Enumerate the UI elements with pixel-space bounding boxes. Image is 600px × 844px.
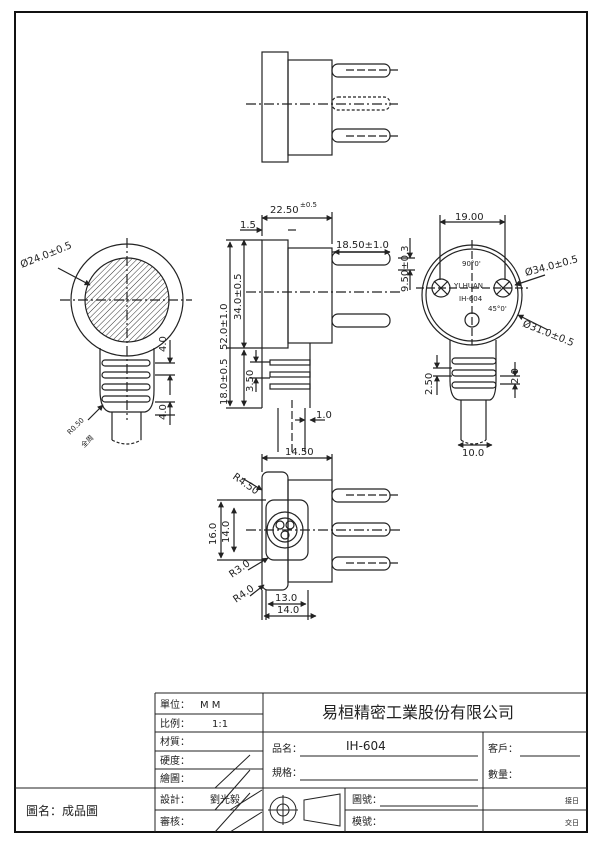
dim-r050-note: 全周 xyxy=(79,433,95,449)
unit-label: 單位： xyxy=(160,698,190,711)
right-front-face-view xyxy=(416,215,549,448)
top-side-view xyxy=(246,51,398,163)
dim-10: 10.0 xyxy=(462,448,484,459)
review-label: 審核： xyxy=(160,815,190,828)
spec-label: 規格： xyxy=(272,766,302,779)
dim-r30: R3.0 xyxy=(227,558,252,580)
product-value: IH-604 xyxy=(346,739,386,753)
dim-phi34: Ø34.0±0.5 xyxy=(524,253,580,279)
dim-13: 13.0 xyxy=(275,593,297,604)
dim-3-50: 3.50 xyxy=(245,370,256,392)
label-yihuan: YI HUAN xyxy=(453,282,483,290)
dim-r050: R0.50 xyxy=(66,416,86,436)
dim-22-50-tol: ±0.5 xyxy=(300,201,317,209)
drawn-label: 繪圖： xyxy=(160,772,190,785)
design-label: 設計： xyxy=(160,793,190,806)
customer-label: 客戶： xyxy=(488,742,518,755)
company-name: 易桓精密工業股份有限公司 xyxy=(322,703,514,722)
product-label: 品名： xyxy=(272,742,302,755)
label-ih604: IH-604 xyxy=(459,295,483,303)
quantity-label: 數量： xyxy=(488,768,518,781)
dim-phi24: Ø24.0±0.5 xyxy=(19,239,74,271)
dim-14h: 14.0 xyxy=(277,605,299,616)
dim-2-0: 2.0 xyxy=(510,368,521,384)
dim-14v: 14.0 xyxy=(221,521,232,543)
dim-90: 90°0' xyxy=(462,260,481,268)
dim-r450: R4.50 xyxy=(230,471,260,497)
dim-18-50: 18.50±1.0 xyxy=(336,240,389,251)
dim-4-0-b: 4.0 xyxy=(158,404,169,420)
mold-no-label: 模號： xyxy=(352,815,382,828)
material-label: 材質： xyxy=(160,735,190,748)
title-block xyxy=(15,692,587,833)
bottom-top-view xyxy=(217,454,400,620)
design-value: 劉光毅 xyxy=(210,793,240,806)
dim-18: 18.0±0.5 xyxy=(219,358,230,405)
drawing-name: 圖名：成品圖 xyxy=(26,803,98,818)
delivered-label: 交日 xyxy=(565,818,579,827)
dim-19: 19.00 xyxy=(455,212,484,223)
received-label: 接日 xyxy=(565,796,579,805)
dim-14-50: 14.50 xyxy=(285,447,314,458)
dim-1-0: 1.0 xyxy=(316,410,332,421)
center-side-elevation xyxy=(226,212,415,452)
dim-1-5: 1.5 xyxy=(240,220,256,231)
dim-16: 16.0 xyxy=(208,523,219,545)
drawing-no-label: 圖號： xyxy=(352,793,382,806)
dim-phi31: Ø31.0±0.5 xyxy=(521,318,576,350)
dim-45: 45°0' xyxy=(488,305,507,313)
dim-22-50: 22.50 xyxy=(270,205,299,216)
unit-value: M M xyxy=(200,700,220,711)
dim-4-0-a: 4.0 xyxy=(158,336,169,352)
dim-52: 52.0±1.0 xyxy=(219,303,230,350)
dim-r40: R4.0 xyxy=(231,583,256,605)
left-round-face-view xyxy=(57,238,192,445)
dim-2-50: 2.50 xyxy=(424,373,435,395)
dim-34: 34.0±0.5 xyxy=(233,273,244,320)
dim-9-50: 9.50±0.3 xyxy=(400,245,411,292)
scale-label: 比例： xyxy=(160,717,190,730)
drawing-frame xyxy=(14,11,588,833)
scale-value: 1:1 xyxy=(212,719,228,730)
hardness-label: 硬度： xyxy=(160,754,190,767)
